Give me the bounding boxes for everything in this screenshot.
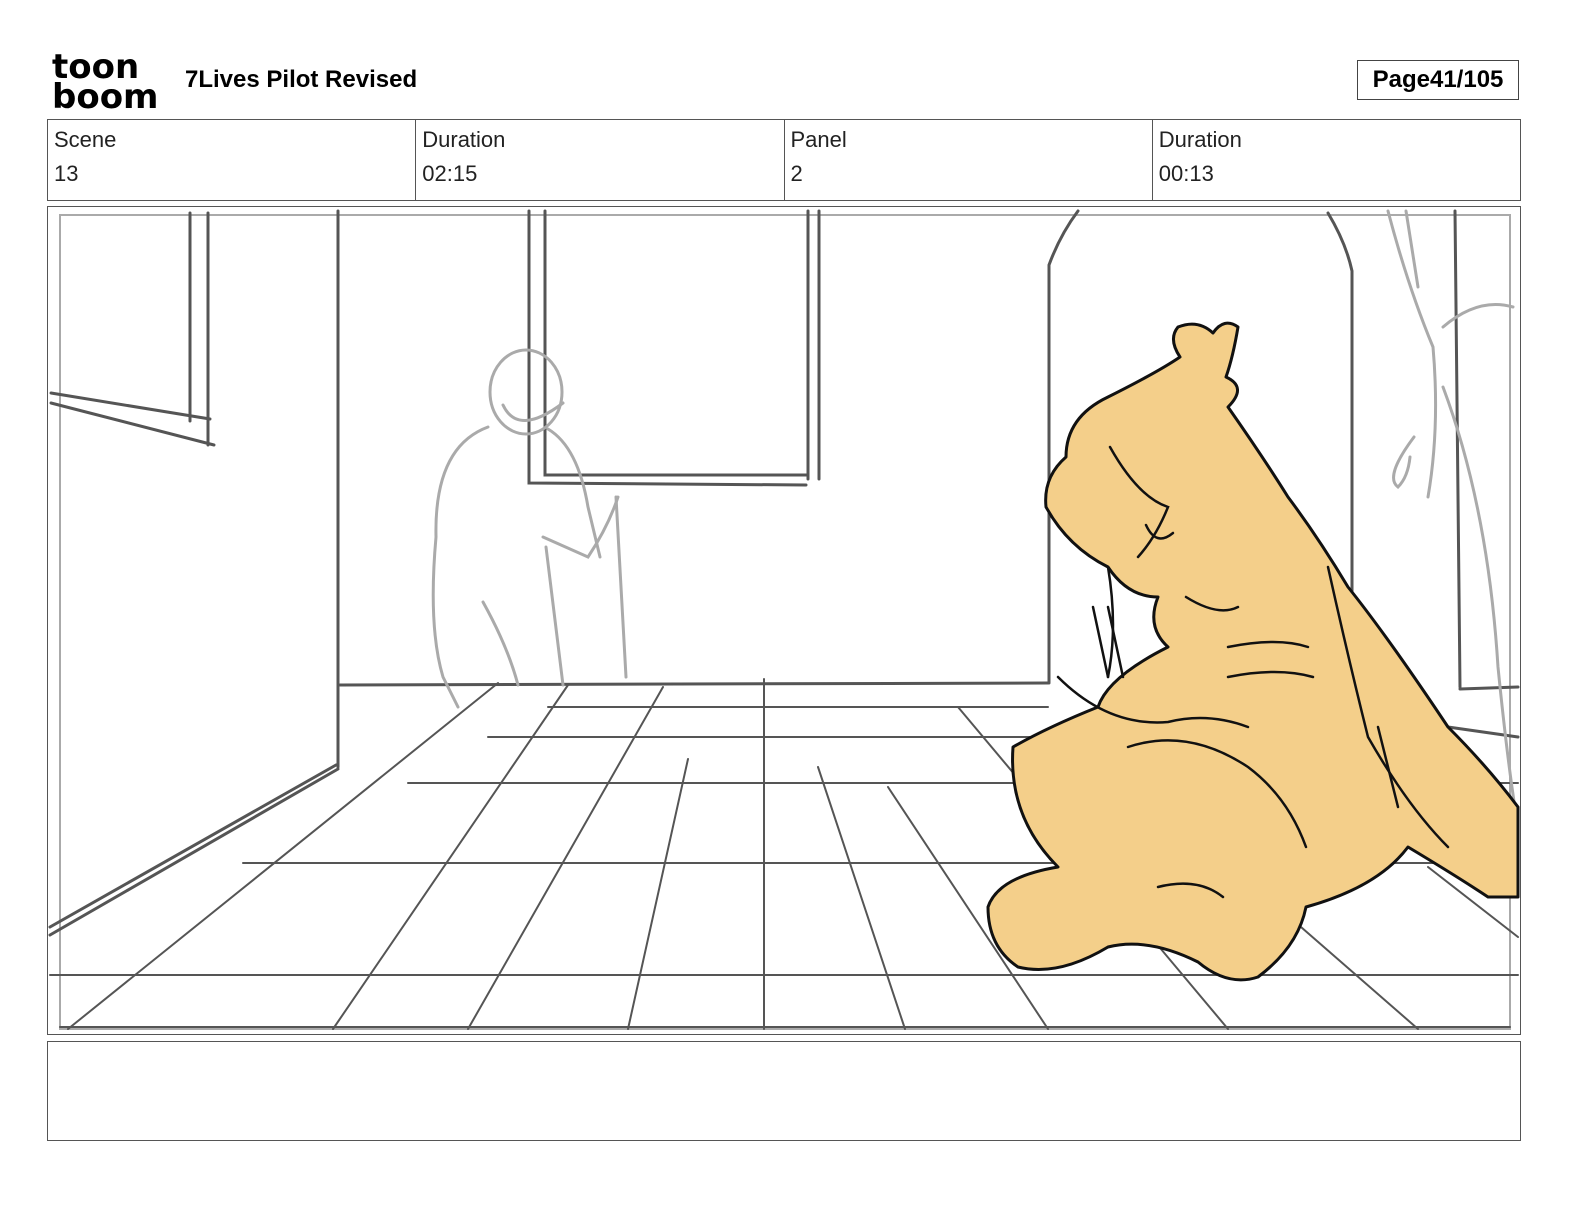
panel-value: 2 xyxy=(790,161,803,186)
panel-duration-label: Duration xyxy=(1158,127,1242,152)
scene-duration-cell: Duration 02:15 xyxy=(416,120,785,200)
panel-duration-value: 00:13 xyxy=(1158,161,1214,186)
document-title: 7Lives Pilot Revised xyxy=(185,66,418,93)
background-figure xyxy=(431,209,1520,829)
room-structure xyxy=(48,209,1520,937)
page-label: Page xyxy=(1372,66,1430,93)
toonboom-logo: toon boom xyxy=(52,47,164,117)
scene-duration-value: 02:15 xyxy=(422,161,478,186)
panel-duration-cell: Duration 00:13 xyxy=(1153,120,1520,200)
storyboard-sketch xyxy=(48,209,1520,1030)
character-details xyxy=(1056,445,1450,899)
panel-notes-box[interactable] xyxy=(47,1041,1521,1141)
scene-label: Scene xyxy=(54,127,117,152)
page-number: 41/105 xyxy=(1429,66,1504,93)
scene-cell: Scene 13 xyxy=(48,120,417,200)
logo-line-2: boom xyxy=(52,77,158,112)
safe-frame xyxy=(59,214,1511,1030)
panel-cell: Panel 2 xyxy=(785,120,1153,200)
storyboard-panel xyxy=(47,206,1521,1035)
page-indicator: Page 41/105 xyxy=(1357,60,1519,100)
scene-info-table: Scene 13 Duration 02:15 Panel 2 Duration… xyxy=(47,119,1521,201)
scene-value: 13 xyxy=(54,161,79,186)
scene-duration-label: Duration xyxy=(422,127,506,152)
logo-line-1: toon xyxy=(52,52,139,87)
character-figure xyxy=(986,321,1520,982)
panel-label: Panel xyxy=(790,127,847,152)
toonboom-logo-mark: toon boom xyxy=(52,47,158,117)
